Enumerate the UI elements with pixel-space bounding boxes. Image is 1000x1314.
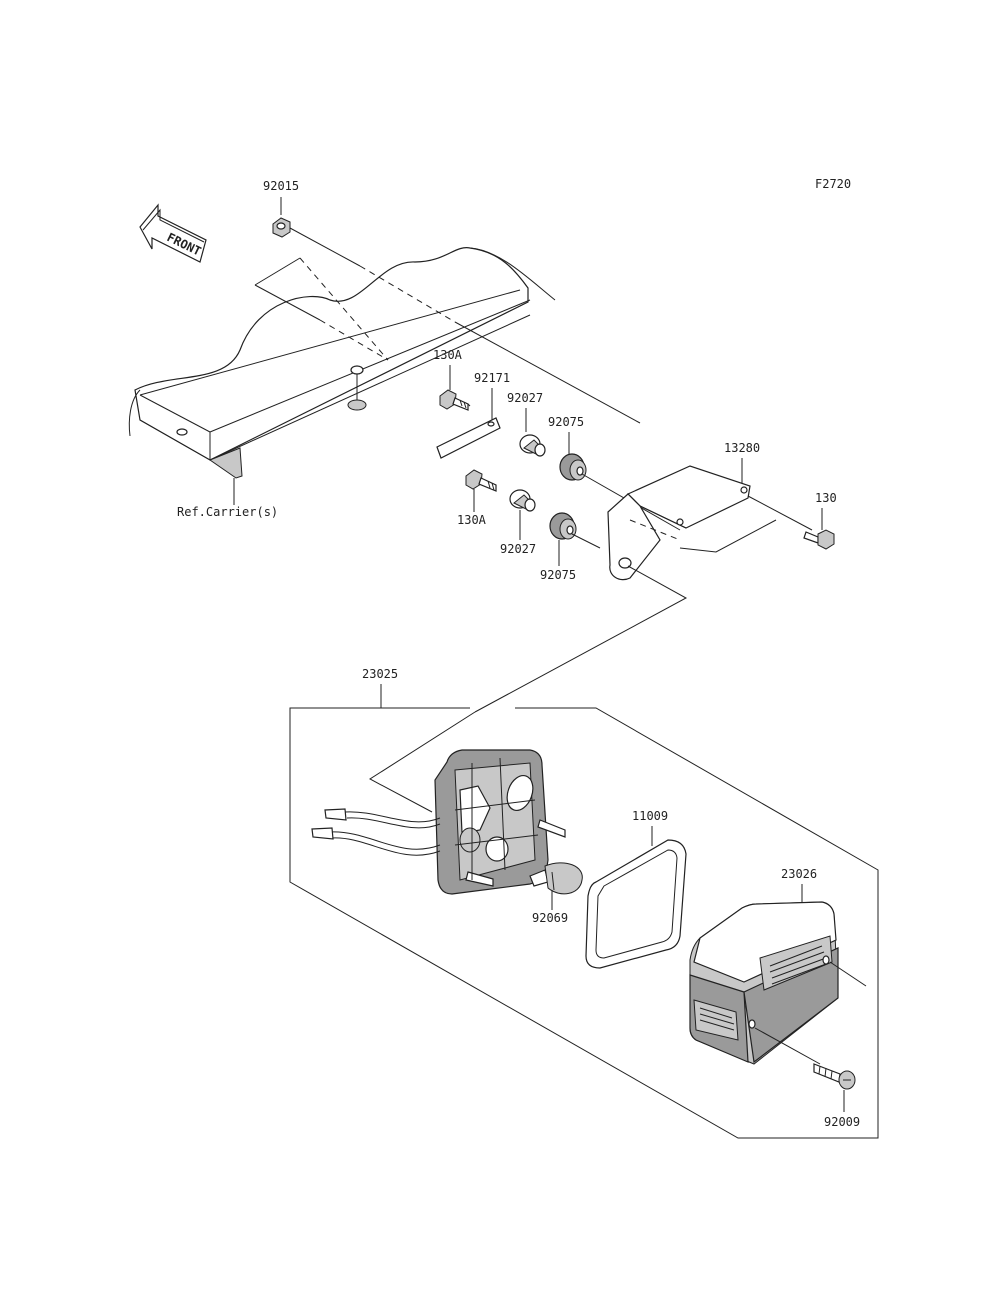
assembly-outline-23025 <box>289 707 879 1139</box>
bolt-130 <box>803 529 835 550</box>
install-dash-a <box>299 257 389 361</box>
label-23026: 23026 <box>781 867 817 881</box>
install-line-b <box>254 284 321 321</box>
install-dash-bracket <box>629 519 681 541</box>
screw-92009 <box>813 1063 856 1090</box>
install-dash-b <box>319 319 389 361</box>
gasket-11009 <box>585 839 687 969</box>
install-line-taillight-b <box>369 711 476 813</box>
label-92075-upper: 92075 <box>548 415 584 429</box>
lens-23026 <box>689 901 839 1065</box>
bolt-130A-upper <box>439 389 471 411</box>
install-line-lens <box>829 961 867 987</box>
install-line-grommet-lower <box>571 533 601 549</box>
taillight-base <box>434 749 566 895</box>
wire-harness <box>311 808 441 856</box>
label-130A-upper: 130A <box>433 348 463 362</box>
collar-92027-upper <box>519 434 546 457</box>
plate-92171 <box>436 417 501 459</box>
label-92009: 92009 <box>824 1115 860 1129</box>
label-13280: 13280 <box>724 441 760 455</box>
label-92015: 92015 <box>263 179 299 193</box>
label-130A-lower: 130A <box>457 513 487 527</box>
figure-code: F2720 <box>815 177 851 191</box>
bracket-13280 <box>607 465 751 581</box>
label-92069: 92069 <box>532 911 568 925</box>
install-line-screw <box>754 1027 821 1065</box>
label-130: 130 <box>815 491 837 505</box>
label-23025: 23025 <box>362 667 398 681</box>
install-line-taillight <box>474 565 688 713</box>
bulb-92069 <box>529 862 583 895</box>
carrier-reference <box>128 247 556 505</box>
label-11009: 11009 <box>632 809 668 823</box>
collar-92027-lower <box>509 489 536 512</box>
grommet-92075-upper <box>559 453 587 481</box>
front-arrow-icon: FRONT <box>139 203 207 263</box>
install-line-bracket <box>454 321 641 424</box>
reference-label: Ref.Carrier(s) <box>177 505 278 519</box>
install-line-bracket-b <box>679 519 777 553</box>
install-line-nut <box>289 227 361 267</box>
install-line-bolt-right <box>747 495 813 531</box>
install-dash-nut <box>359 265 456 323</box>
label-92027-upper: 92027 <box>507 391 543 405</box>
label-92171: 92171 <box>474 371 510 385</box>
label-92027-lower: 92027 <box>500 542 536 556</box>
label-92075-lower: 92075 <box>540 568 576 582</box>
grommet-92075-lower <box>549 512 577 540</box>
bolt-130A-lower <box>465 469 497 492</box>
install-line-a <box>254 257 301 286</box>
nut-92015 <box>272 217 291 238</box>
